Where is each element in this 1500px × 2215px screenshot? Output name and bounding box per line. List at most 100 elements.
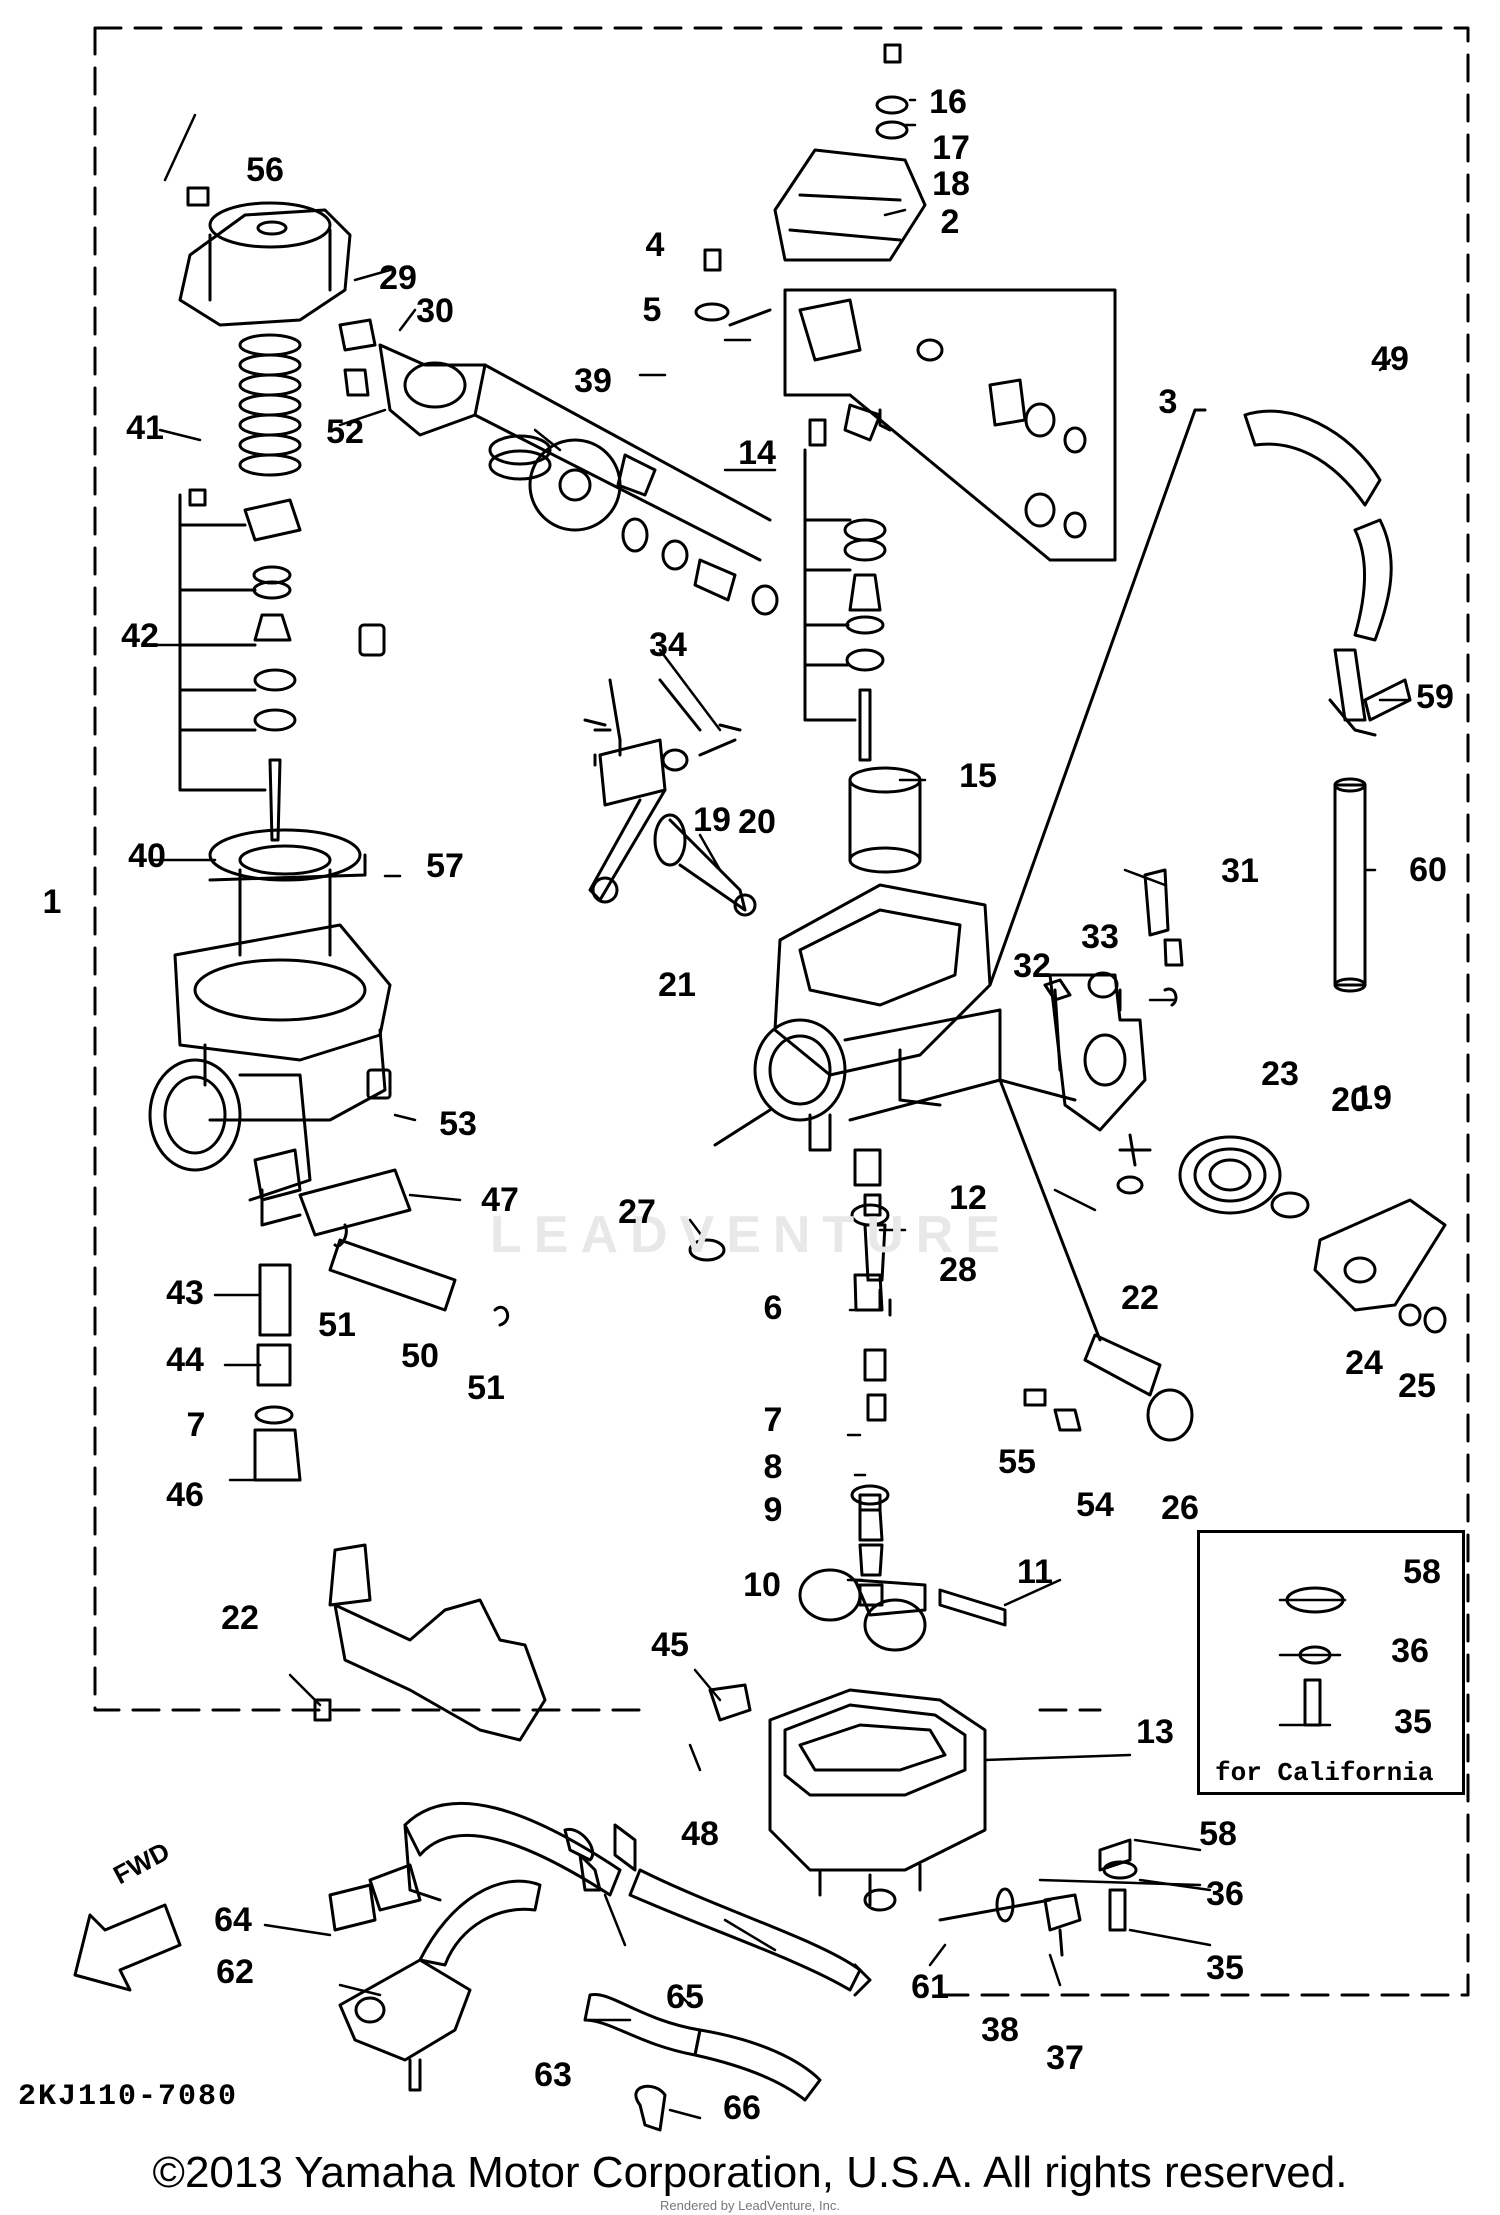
callout-44: 44: [166, 1341, 204, 1379]
callout-18: 18: [932, 165, 970, 203]
callout-54: 54: [1076, 1486, 1114, 1524]
callout-23: 23: [1261, 1055, 1299, 1093]
left-carb-spring: [238, 333, 302, 477]
rendered-by-notice: Rendered by LeadVenture, Inc.: [660, 2198, 840, 2213]
center-jets: [688, 1108, 892, 1607]
accelerator-pump-parts: [488, 434, 779, 616]
fwd-arrow: [73, 1903, 182, 1992]
callout-35: 35: [1394, 1703, 1432, 1741]
leader-lines: [148, 98, 1412, 2120]
callout-9: 9: [763, 1491, 783, 1529]
throttle-return-spring: [1178, 1135, 1447, 1334]
callout-51: 51: [318, 1306, 356, 1344]
fuel-hoses: [403, 1801, 872, 2102]
watermark: LEADVENTURE: [490, 1206, 1013, 1264]
callout-10: 10: [743, 1566, 781, 1604]
callout-21: 21: [658, 966, 696, 1004]
callout-19: 19: [693, 801, 731, 839]
float-bowl: [708, 1683, 987, 1907]
callout-45: 45: [651, 1626, 689, 1664]
callout-1: 1: [42, 883, 62, 921]
callout-30: 30: [416, 292, 454, 330]
callout-62: 62: [216, 1953, 254, 1991]
callout-59: 59: [1416, 678, 1454, 716]
callout-48: 48: [681, 1815, 719, 1853]
callout-28: 28: [939, 1251, 977, 1289]
left-carb-side-cover: [338, 318, 772, 562]
center-piston: [848, 766, 922, 874]
copyright-notice: ©2013 Yamaha Motor Corporation, U.S.A. A…: [152, 2148, 1348, 2197]
callout-51b: 51: [467, 1369, 505, 1407]
callout-13: 13: [1136, 1713, 1174, 1751]
callout-3: 3: [1158, 383, 1178, 421]
callout-11: 11: [1017, 1553, 1053, 1591]
callout-32: 32: [1013, 947, 1051, 985]
callout-66: 66: [723, 2089, 761, 2127]
float-and-pin: [798, 1568, 1007, 1652]
callout-49: 49: [1371, 340, 1409, 378]
fuel-pump-and-valve: [328, 1823, 667, 2132]
callout-17: 17: [932, 129, 970, 167]
callout-25: 25: [1398, 1367, 1436, 1405]
throttle-linkage: [583, 678, 757, 917]
callout-60: 60: [1409, 851, 1447, 889]
lower-bracket: [313, 1543, 547, 1742]
callout-43: 43: [166, 1274, 204, 1312]
right-throttle-bracket: [1043, 868, 1184, 1195]
center-carb-body: [753, 408, 1207, 1152]
callout-58b: 58: [1199, 1815, 1237, 1853]
callout-22b: 22: [221, 1599, 259, 1637]
center-top-cover: [773, 43, 927, 262]
callout-15: 15: [959, 757, 997, 795]
callout-56: 56: [246, 151, 284, 189]
callout-38: 38: [981, 2011, 1019, 2049]
callout-50: 50: [401, 1337, 439, 1375]
callout-14: 14: [738, 434, 776, 472]
left-carb-top-cap: [178, 186, 352, 327]
drain-screw: [863, 1887, 1082, 1957]
callout-16: 16: [929, 83, 967, 121]
callout-64: 64: [214, 1901, 252, 1939]
center-small-screw: [694, 248, 772, 327]
california-parts-box: [1197, 1530, 1465, 1795]
callout-22: 22: [1121, 1279, 1159, 1317]
callout-63: 63: [534, 2056, 572, 2094]
left-carb-needle-set: [178, 488, 302, 842]
callout-33: 33: [1081, 918, 1119, 956]
callout-6: 6: [763, 1289, 783, 1327]
callout-7b: 7: [186, 1406, 206, 1444]
callout-26: 26: [1161, 1489, 1199, 1527]
idle-screw-and-fittings: [998, 1078, 1194, 1442]
callout-2: 2: [940, 203, 960, 241]
callout-42: 42: [121, 617, 159, 655]
callout-20b: 20: [1331, 1081, 1369, 1119]
callout-52: 52: [326, 413, 364, 451]
callout-12: 12: [949, 1179, 987, 1217]
callout-34: 34: [649, 626, 687, 664]
callout-27: 27: [618, 1193, 656, 1231]
left-carb-body: [148, 923, 392, 1227]
callout-35b: 35: [1206, 1949, 1244, 1987]
callout-57: 57: [426, 847, 464, 885]
california-note: for California: [1215, 1758, 1434, 1788]
assembly-boundary: [93, 26, 1470, 1997]
callout-37: 37: [1046, 2039, 1084, 2077]
callout-47: 47: [481, 1181, 519, 1219]
callout-36: 36: [1391, 1632, 1429, 1670]
callout-29: 29: [379, 259, 417, 297]
callout-24: 24: [1345, 1344, 1383, 1382]
callout-46: 46: [166, 1476, 204, 1514]
left-carb-fittings: [253, 623, 510, 1482]
diagram-code: 2KJ110-7080: [18, 2080, 239, 2114]
callout-7: 7: [763, 1401, 783, 1439]
callout-31: 31: [1221, 852, 1259, 890]
vent-hoses: [1243, 409, 1412, 993]
callout-41: 41: [126, 409, 164, 447]
callout-20: 20: [738, 803, 776, 841]
callout-36b: 36: [1206, 1875, 1244, 1913]
callout-55: 55: [998, 1443, 1036, 1481]
callout-4: 4: [645, 226, 665, 264]
callout-39: 39: [574, 362, 612, 400]
